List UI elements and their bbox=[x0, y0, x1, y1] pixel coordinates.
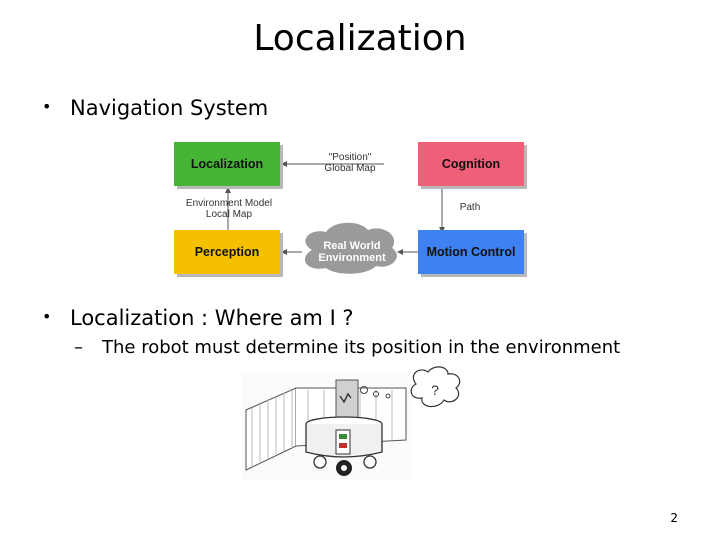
diagram-arrows bbox=[225, 161, 445, 274]
bullet-localization: • Localization : Where am I ? bbox=[42, 306, 354, 330]
label-real-world: Real World Environment bbox=[306, 240, 398, 264]
node-cognition: Cognition bbox=[418, 142, 524, 186]
real-world-cloud bbox=[304, 222, 397, 274]
node-perception: Perception bbox=[174, 230, 280, 274]
bullet-navigation-system: • Navigation System bbox=[42, 96, 268, 120]
bullet-text: Navigation System bbox=[70, 96, 269, 120]
label-environment-model: Environment Model Local Map bbox=[174, 198, 284, 220]
label-env-model-line2: Local Map bbox=[205, 209, 253, 220]
robot-illustration: ? bbox=[236, 366, 468, 484]
slide-title: Localization bbox=[253, 18, 467, 59]
sub-bullet-text: The robot must determine its position in… bbox=[102, 337, 621, 358]
node-localization: Localization bbox=[174, 142, 280, 186]
navigation-system-diagram: Localization Cognition Perception Motion… bbox=[170, 132, 534, 282]
label-path: Path bbox=[459, 202, 481, 213]
label-position-line2: Global Map bbox=[324, 163, 376, 174]
bullet-dot: • bbox=[42, 307, 52, 326]
label-real-world-line2: Environment bbox=[318, 252, 386, 264]
sub-bullet-dash: – bbox=[74, 337, 83, 358]
thought-bubble bbox=[410, 366, 461, 408]
sub-bullet: –The robot must determine its position i… bbox=[74, 337, 620, 358]
node-motion-control: Motion Control bbox=[418, 230, 524, 274]
label-env-model-line1: Environment Model bbox=[185, 198, 273, 209]
robot-drawing: ? bbox=[242, 366, 461, 480]
label-position: "Position" Global Map bbox=[310, 152, 390, 174]
label-position-line1: "Position" bbox=[328, 152, 372, 163]
page-number: 2 bbox=[670, 511, 678, 525]
bullet-text: Localization : Where am I ? bbox=[70, 306, 354, 330]
thought-question-mark: ? bbox=[431, 382, 439, 398]
bullet-dot: • bbox=[42, 97, 52, 116]
label-real-world-line1: Real World bbox=[323, 240, 381, 252]
